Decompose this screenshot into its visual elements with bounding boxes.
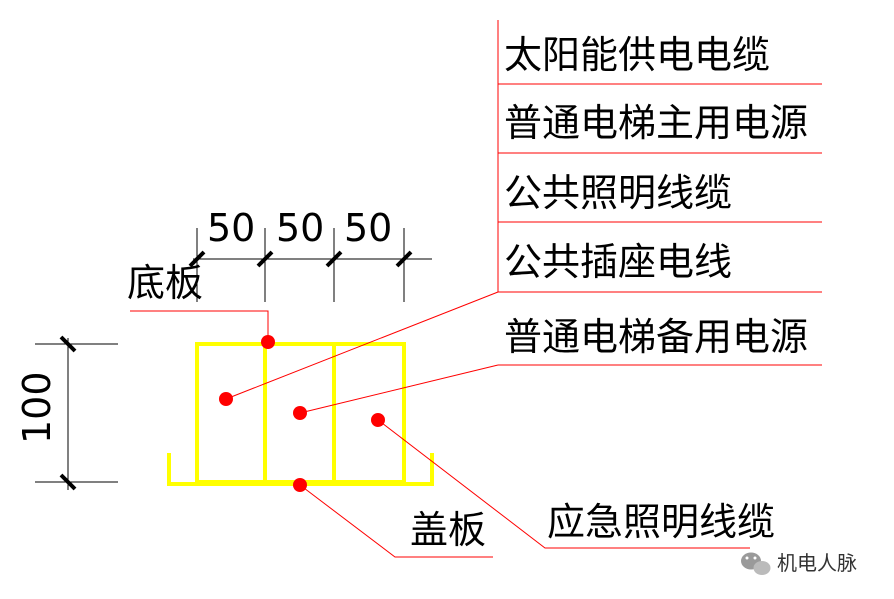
watermark: 机电人脉 [741,551,857,575]
leader-backup [299,364,499,414]
label-elevator-backup-power: 普通电梯备用电源 [504,315,808,359]
width-value-3: 50 [344,206,392,250]
label-elevator-main-power: 普通电梯主用电源 [504,101,808,145]
dot-cable-middle [293,406,307,420]
dot-cable-right [371,413,385,427]
label-bottom-plate: 底板 [127,261,203,305]
height-value: 100 [15,371,59,444]
leader-solar [225,291,499,400]
leader-emergency [377,419,750,549]
height-dimension: 100 [15,335,118,491]
watermark-text: 机电人脉 [777,551,857,575]
dimension-tick [256,250,274,268]
label-public-socket-wire: 公共插座电线 [504,240,732,284]
leader-cover-plate [299,484,493,558]
width-value-2: 50 [276,206,324,250]
dimension-tick [59,335,77,353]
dimension-tick [188,250,206,268]
label-solar-cable: 太阳能供电电缆 [504,33,770,77]
dimension-tick [325,250,343,268]
cable-label-table: 太阳能供电电缆 普通电梯主用电源 公共照明线缆 公共插座电线 普通电梯备用电源 [497,20,822,366]
label-public-lighting-cable: 公共照明线缆 [504,171,732,215]
leader-bottom-plate [130,310,269,342]
dimension-tick [395,250,413,268]
wechat-icon [741,552,771,575]
dot-cover-plate [293,478,307,492]
width-value-1: 50 [207,206,255,250]
leader-lines [130,291,750,558]
dot-bottom-plate [261,335,275,349]
width-dimension: 50 50 50 [188,206,432,302]
cable-dots [219,335,385,492]
label-emergency-lighting: 应急照明线缆 [547,500,775,544]
label-cover-plate: 盖板 [410,508,486,552]
dimension-tick [59,473,77,491]
dot-cable-left [219,392,233,406]
